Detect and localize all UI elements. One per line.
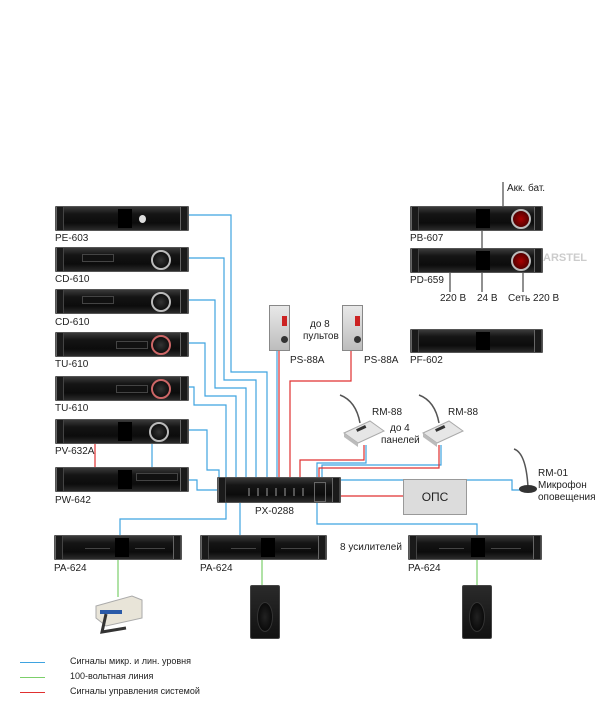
wire-px-pa1	[119, 502, 227, 536]
device-pa624-1[interactable]	[54, 535, 182, 560]
label-up-to-4-line2: панелей	[381, 435, 420, 446]
label-mains-220v: Сеть 220 В	[508, 293, 560, 304]
device-ps88a-2[interactable]	[342, 305, 363, 351]
label-akk-bat: Акк. бат.	[507, 183, 546, 194]
device-pb607[interactable]	[410, 206, 543, 231]
label-px0288: PX-0288	[255, 506, 294, 517]
wire-ps88a-2-red	[289, 350, 352, 478]
device-tu610-2[interactable]	[55, 376, 189, 401]
wire-rm88-1-red	[299, 445, 365, 478]
device-rm01[interactable]	[508, 447, 542, 497]
wire-cd610a	[189, 257, 257, 478]
horn-speaker-icon	[95, 595, 143, 634]
device-pe603[interactable]	[55, 206, 189, 231]
device-px0288[interactable]	[217, 477, 341, 503]
box-speaker-icon-2	[462, 585, 492, 639]
wire-px-pa3	[316, 502, 478, 536]
legend-label: 100-вольтная линия	[70, 671, 154, 681]
label-ops: ОПС	[421, 490, 449, 504]
device-cd610-2[interactable]	[55, 289, 189, 314]
device-rm88-2[interactable]	[415, 393, 465, 448]
label-rm88-1: RM-88	[372, 407, 403, 418]
label-ps88a-2: PS-88A	[364, 355, 399, 366]
label-ps88a-1: PS-88A	[290, 355, 325, 366]
wire-pe603	[189, 214, 268, 478]
label-220v: 220 В	[440, 293, 467, 304]
legend-swatch-blue	[20, 662, 45, 663]
label-pa624-1: PA-624	[54, 563, 87, 574]
device-ops[interactable]: ОПС	[403, 479, 467, 515]
label-tu610-1: TU-610	[55, 359, 89, 370]
device-pa624-2[interactable]	[200, 535, 327, 560]
wire-tu610a	[189, 342, 237, 478]
label-pd659: PD-659	[410, 275, 444, 286]
device-tu610-1[interactable]	[55, 332, 189, 357]
label-pf602: PF-602	[410, 355, 443, 366]
device-rm88-1[interactable]	[336, 393, 386, 448]
device-pf602[interactable]	[410, 329, 543, 353]
box-speaker-icon-1	[250, 585, 280, 639]
wire-rm88-2-blue	[321, 445, 442, 478]
label-rm01-desc2: оповещения	[538, 492, 596, 503]
label-tu610-2: TU-610	[55, 403, 89, 414]
label-brand-watermark: ARSTEL	[543, 252, 587, 264]
label-pw642: PW-642	[55, 495, 91, 506]
label-rm88-2: RM-88	[448, 407, 479, 418]
wire-rm88-2-red	[318, 445, 440, 478]
device-pw642[interactable]	[55, 467, 189, 492]
label-eight-amps: 8 усилителей	[340, 542, 402, 553]
label-pe603: PE-603	[55, 233, 89, 244]
label-up-to-4-line1: до 4	[390, 423, 410, 434]
label-pa624-3: PA-624	[408, 563, 441, 574]
wire-tu610b	[189, 386, 227, 478]
label-cd610-1: CD-610	[55, 274, 90, 285]
label-pv632a: PV-632A	[55, 446, 95, 457]
legend-swatch-green	[20, 677, 45, 678]
device-pa624-3[interactable]	[408, 535, 542, 560]
legend-label: Сигналы микр. и лин. уровня	[70, 656, 191, 666]
device-ps88a-1[interactable]	[269, 305, 290, 351]
wire-pv632a	[189, 429, 220, 478]
wire-pw642	[189, 479, 218, 491]
label-24v: 24 В	[477, 293, 498, 304]
device-pd659[interactable]	[410, 248, 543, 273]
device-cd610-1[interactable]	[55, 247, 189, 272]
label-rm01: RM-01	[538, 468, 569, 479]
label-up-to-8-line1: до 8	[310, 319, 330, 330]
wire-rm88-1-blue	[316, 445, 367, 478]
label-cd610-2: CD-610	[55, 317, 90, 328]
legend-swatch-red	[20, 692, 45, 693]
label-pa624-2: PA-624	[200, 563, 233, 574]
label-up-to-8-line2: пультов	[303, 331, 339, 342]
device-pv632a[interactable]	[55, 419, 189, 444]
legend-label: Сигналы управления системой	[70, 686, 200, 696]
wire-cd610b	[189, 299, 247, 478]
label-pb607: PB-607	[410, 233, 444, 244]
label-rm01-desc1: Микрофон	[538, 480, 587, 491]
